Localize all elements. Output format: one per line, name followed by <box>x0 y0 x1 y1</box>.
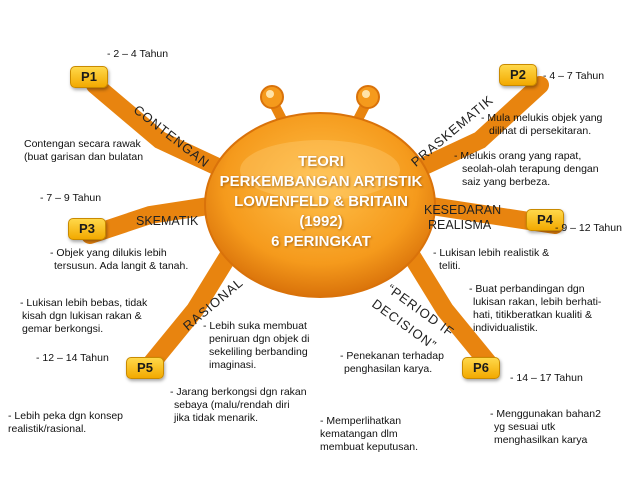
title-line-4: (1992) <box>299 213 343 230</box>
crab-legs <box>81 76 564 374</box>
age-p1: - 2 – 4 Tahun <box>107 48 169 60</box>
diagram-title: TEORI PERKEMBANGAN ARTISTIK LOWENFELD & … <box>205 152 437 252</box>
age-p4: - 9 – 12 Tahun <box>555 222 622 234</box>
age-p5: - 12 – 14 Tahun <box>36 352 109 364</box>
stage-tag-p1: P1 <box>70 66 108 88</box>
stage-name-skematik: SKEMATIK <box>136 214 199 228</box>
stage-name-realisma: REALISMA <box>428 218 492 232</box>
age-p3: - 7 – 9 Tahun <box>40 192 102 204</box>
note-p5d: - Lebih peka dgn konsep realistik/rasion… <box>8 410 124 435</box>
stage-tag-p3: P3 <box>68 218 106 240</box>
title-line-3: LOWENFELD & BRITAIN <box>234 193 408 210</box>
title-line-2: PERKEMBANGAN ARTISTIK <box>219 173 423 190</box>
note-p3: - Objek yang dilukis lebih tersusun. Ada… <box>50 247 189 272</box>
age-p2: - 4 – 7 Tahun <box>543 70 605 82</box>
title-line-5: 6 PERINGKAT <box>271 233 371 250</box>
note-p6a: - Penekanan terhadap penghasilan karya. <box>340 350 444 375</box>
note-p5b: - Lebih suka membuat peniruan dgn objek … <box>203 320 310 371</box>
note-p4b: - Buat perbandingan dgn lukisan rakan, l… <box>469 283 602 334</box>
note-p2a: - Mula melukis objek yang dilihat di per… <box>481 112 603 137</box>
note-p6b: - Memperlihatkan kematangan dlm membuat … <box>320 415 419 453</box>
stage-tag-p6: P6 <box>462 357 500 379</box>
note-p5a: - Lukisan lebih bebas, tidak kisah dgn l… <box>20 297 148 335</box>
stage-tag-p4: P4 <box>526 209 564 231</box>
note-p2b: - Melukis orang yang rapat, seolah-olah … <box>454 150 599 188</box>
note-p4a: - Lukisan lebih realistik & teliti. <box>433 247 550 272</box>
stage-name-kesedaran: KESEDARAN <box>424 203 502 217</box>
stage-tag-p5: P5 <box>126 357 164 379</box>
stage-tag-p2: P2 <box>499 64 537 86</box>
note-p1: Contengan secara rawak (buat garisan dan… <box>24 138 144 163</box>
note-p6c: - Menggunakan bahan2 yg sesuai utk mengh… <box>490 408 601 446</box>
age-p6: - 14 – 17 Tahun <box>510 372 583 384</box>
title-line-1: TEORI <box>298 153 344 170</box>
note-p5c: - Jarang berkongsi dgn rakan sebaya (mal… <box>170 386 307 424</box>
